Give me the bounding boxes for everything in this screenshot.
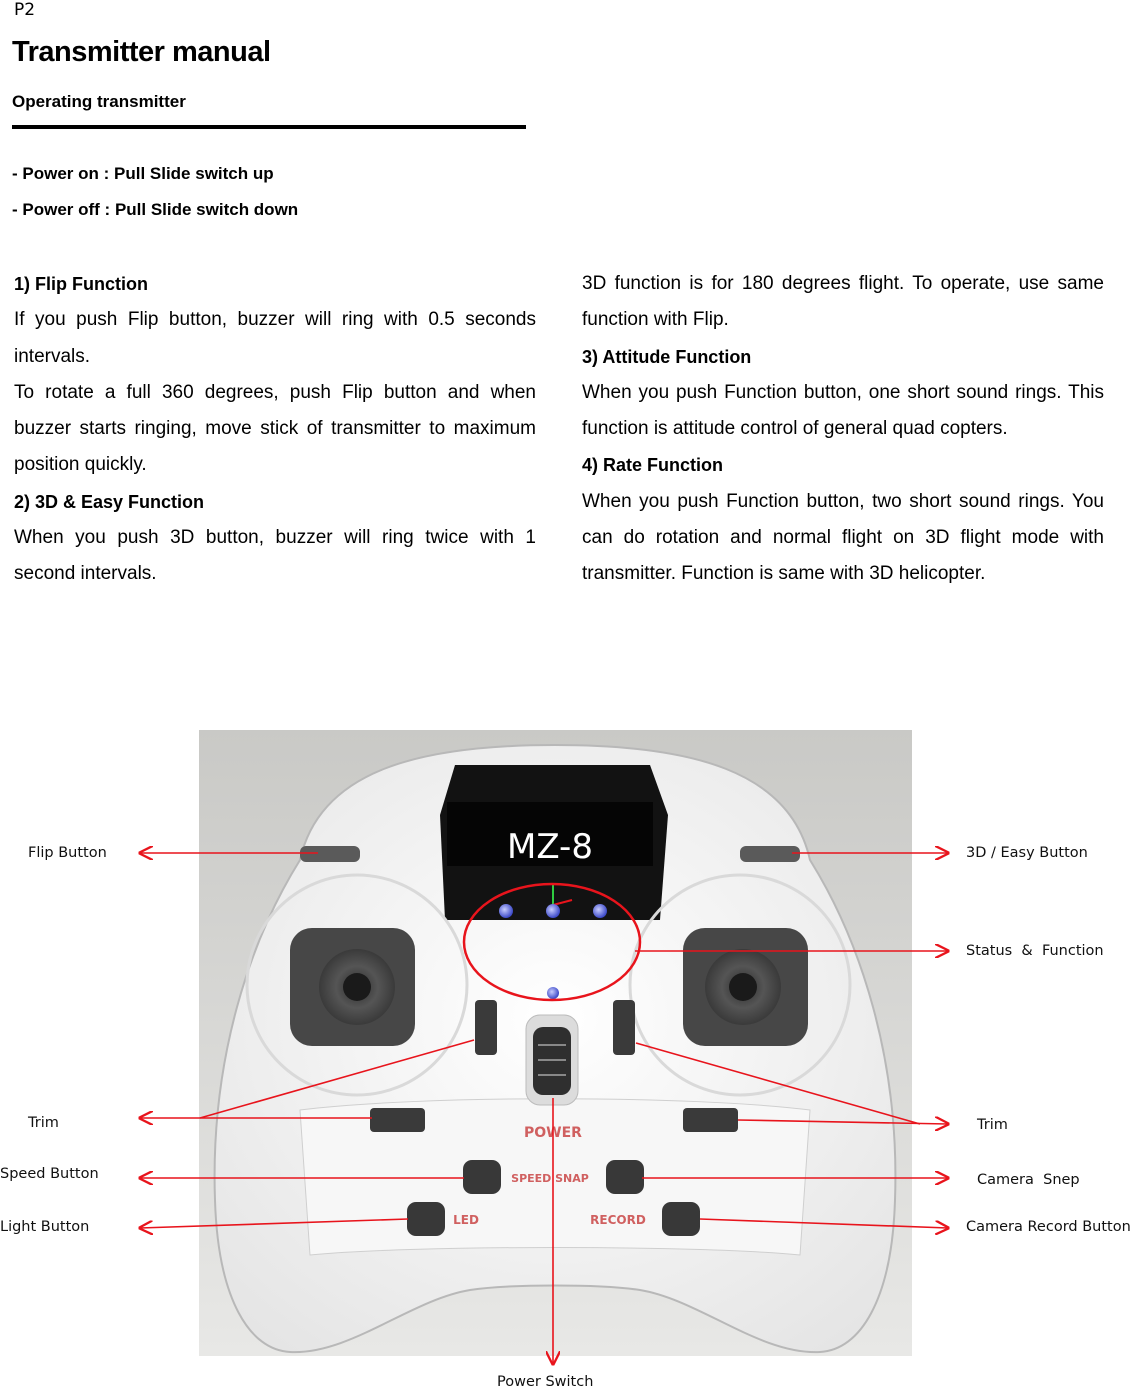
- arrow-trim-right-vertical: [635, 1042, 921, 1125]
- label-camera-record-button: Camera Record Button: [966, 1219, 1131, 1235]
- status-led-1: [499, 904, 513, 918]
- flip-paragraph-2: To rotate a full 360 degrees, push Flip …: [14, 381, 536, 476]
- flip-paragraph-1: If you push Flip button, buzzer will rin…: [14, 309, 536, 367]
- page-title: Transmitter manual: [12, 36, 271, 68]
- easy3d-heading: 2) 3D & Easy Function: [14, 491, 205, 512]
- panel-label-record: RECORD: [590, 1213, 646, 1227]
- text-column-right: 3D function is for 180 degrees flight. T…: [582, 266, 1104, 593]
- label-power-switch: Power Switch: [497, 1374, 594, 1390]
- rate-paragraph: When you push Function button, two short…: [582, 490, 1104, 585]
- left-vertical-trim[interactable]: [475, 1000, 497, 1055]
- label-flip-button: Flip Button: [28, 845, 107, 861]
- status-led-2: [546, 904, 560, 918]
- camera-record-button[interactable]: [662, 1202, 700, 1236]
- page-number: P2: [14, 0, 36, 20]
- status-led-3: [593, 904, 607, 918]
- left-gimbal: [245, 873, 469, 1097]
- title-divider: [12, 125, 526, 129]
- rate-heading: 4) Rate Function: [582, 455, 724, 476]
- easy3d-paragraph-2: 3D function is for 180 degrees flight. T…: [582, 273, 1104, 331]
- status-highlight-ring: [462, 882, 642, 1002]
- panel-label-led: LED: [453, 1213, 479, 1227]
- section-subtitle: Operating transmitter: [12, 92, 186, 111]
- label-speed-button: Speed Button: [0, 1166, 99, 1182]
- label-light-button: Light Button: [0, 1219, 90, 1235]
- screen-model-label: MZ-8: [507, 827, 593, 867]
- speed-button[interactable]: [463, 1160, 501, 1194]
- attitude-heading: 3) Attitude Function: [582, 346, 752, 367]
- label-camera-snap: Camera Snep: [977, 1172, 1080, 1188]
- right-gimbal: [628, 873, 852, 1097]
- arrow-light: [140, 1218, 409, 1228]
- text-column-left: 1) Flip Function If you push Flip button…: [14, 266, 536, 593]
- arrow-trim-left-vertical: [199, 1039, 475, 1119]
- label-3d-easy-button: 3D / Easy Button: [966, 845, 1088, 861]
- camera-snap-button[interactable]: [606, 1160, 644, 1194]
- power-off-instruction: - Power off : Pull Slide switch down: [12, 200, 299, 219]
- label-status-function: Status & Function: [966, 943, 1104, 959]
- label-trim-left: Trim: [28, 1115, 59, 1131]
- status-led-power: [547, 987, 559, 999]
- panel-label-speed-snap: SPEED SNAP: [511, 1172, 589, 1185]
- right-horizontal-trim[interactable]: [683, 1108, 738, 1132]
- right-vertical-trim[interactable]: [613, 1000, 635, 1055]
- power-on-instruction: - Power on : Pull Slide switch up: [12, 164, 274, 183]
- arrow-camera-record: [699, 1218, 948, 1228]
- left-horizontal-trim[interactable]: [370, 1108, 425, 1132]
- lcd-screen: MZ-8: [440, 765, 668, 920]
- easy3d-paragraph-1: When you push 3D button, buzzer will rin…: [14, 527, 536, 585]
- label-trim-right: Trim: [977, 1117, 1008, 1133]
- flip-heading: 1) Flip Function: [14, 274, 148, 294]
- power-slide-switch[interactable]: [525, 1014, 579, 1106]
- attitude-paragraph: When you push Function button, one short…: [582, 381, 1104, 440]
- arrow-trim-right: [737, 1120, 948, 1124]
- callout-arrows: [140, 853, 948, 1364]
- light-button[interactable]: [407, 1202, 445, 1236]
